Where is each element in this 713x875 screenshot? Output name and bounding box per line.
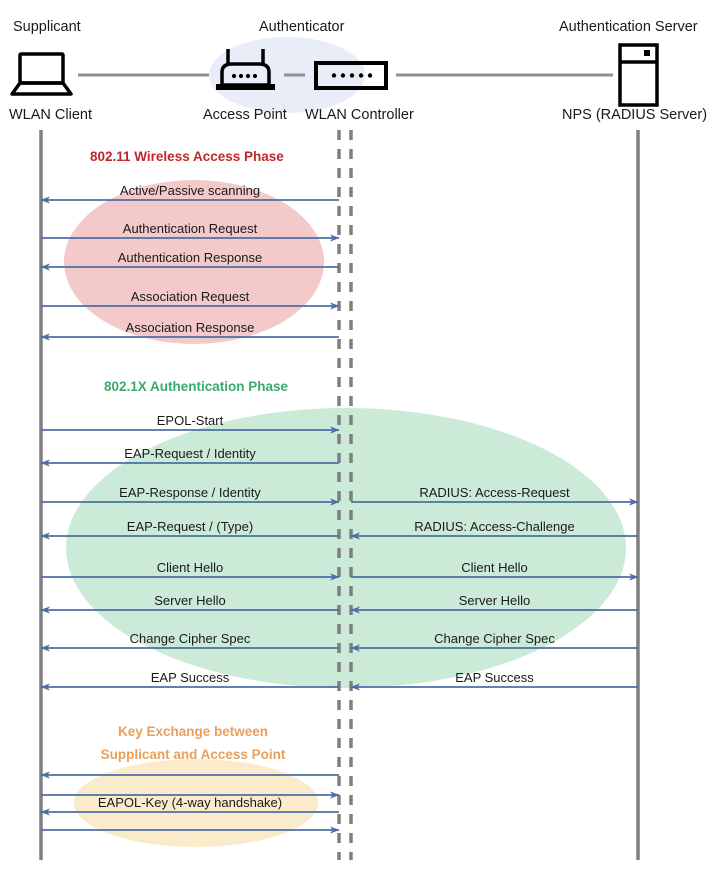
phase-title-key-exchange-line1: Key Exchange between: [117, 724, 269, 739]
message-label: Active/Passive scanning: [119, 183, 261, 198]
message-label: EAP Success: [455, 670, 534, 685]
message-label: Authentication Response: [117, 250, 263, 265]
message-label: EAP-Request / Identity: [124, 446, 256, 461]
message-label: Client Hello: [461, 560, 528, 575]
message-arrows-left: [40, 196, 340, 834]
actor-name-access-point: Access Point: [203, 107, 287, 123]
actor-role-supplicant: Supplicant: [13, 19, 81, 35]
network-switch-icon: [314, 61, 388, 90]
actor-role-authentication-server: Authentication Server: [559, 19, 698, 35]
wireless-router-icon: [216, 49, 275, 90]
message-label: Association Response: [125, 320, 255, 335]
actor-role-authenticator: Authenticator: [259, 19, 345, 35]
message-label: RADIUS: Access-Request: [419, 485, 570, 500]
message-label: Client Hello: [156, 560, 224, 575]
wireless-phase-ellipse: [64, 180, 324, 344]
message-label: EAPOL-Key (4-way handshake): [97, 795, 283, 810]
actor-name-nps-radius-server: NPS (RADIUS Server): [562, 107, 708, 123]
phase-title-wireless-access: 802.11 Wireless Access Phase: [90, 149, 284, 164]
message-label: EAP-Request / (Type): [126, 519, 254, 534]
dot1x-phase-ellipse: [66, 408, 626, 688]
actor-name-wlan-controller: WLAN Controller: [305, 107, 414, 123]
phase-title-key-exchange-line2: Supplicant and Access Point: [100, 747, 286, 763]
message-label: Authentication Request: [122, 221, 258, 236]
message-label: Change Cipher Spec: [434, 631, 555, 646]
key-phase-ellipse: [74, 759, 318, 847]
server-icon: [618, 43, 659, 107]
message-label: RADIUS: Access-Challenge: [414, 519, 575, 534]
actor-name-wlan-client: WLAN Client: [9, 107, 92, 123]
laptop-icon: [10, 52, 73, 96]
message-label: Server Hello: [458, 593, 531, 608]
message-label: Association Request: [130, 289, 250, 304]
message-arrows-right: [350, 498, 639, 691]
message-label: EAP Success: [150, 670, 230, 685]
message-label: EPOL-Start: [156, 413, 224, 428]
phase-title-dot1x-authentication: 802.1X Authentication Phase: [104, 379, 289, 394]
message-label: EAP-Response / Identity: [119, 485, 261, 500]
message-label: Change Cipher Spec: [129, 631, 251, 646]
phase-title-key-exchange: Key Exchange between Supplicant and Acce…: [93, 723, 293, 764]
message-label: Server Hello: [154, 593, 226, 608]
